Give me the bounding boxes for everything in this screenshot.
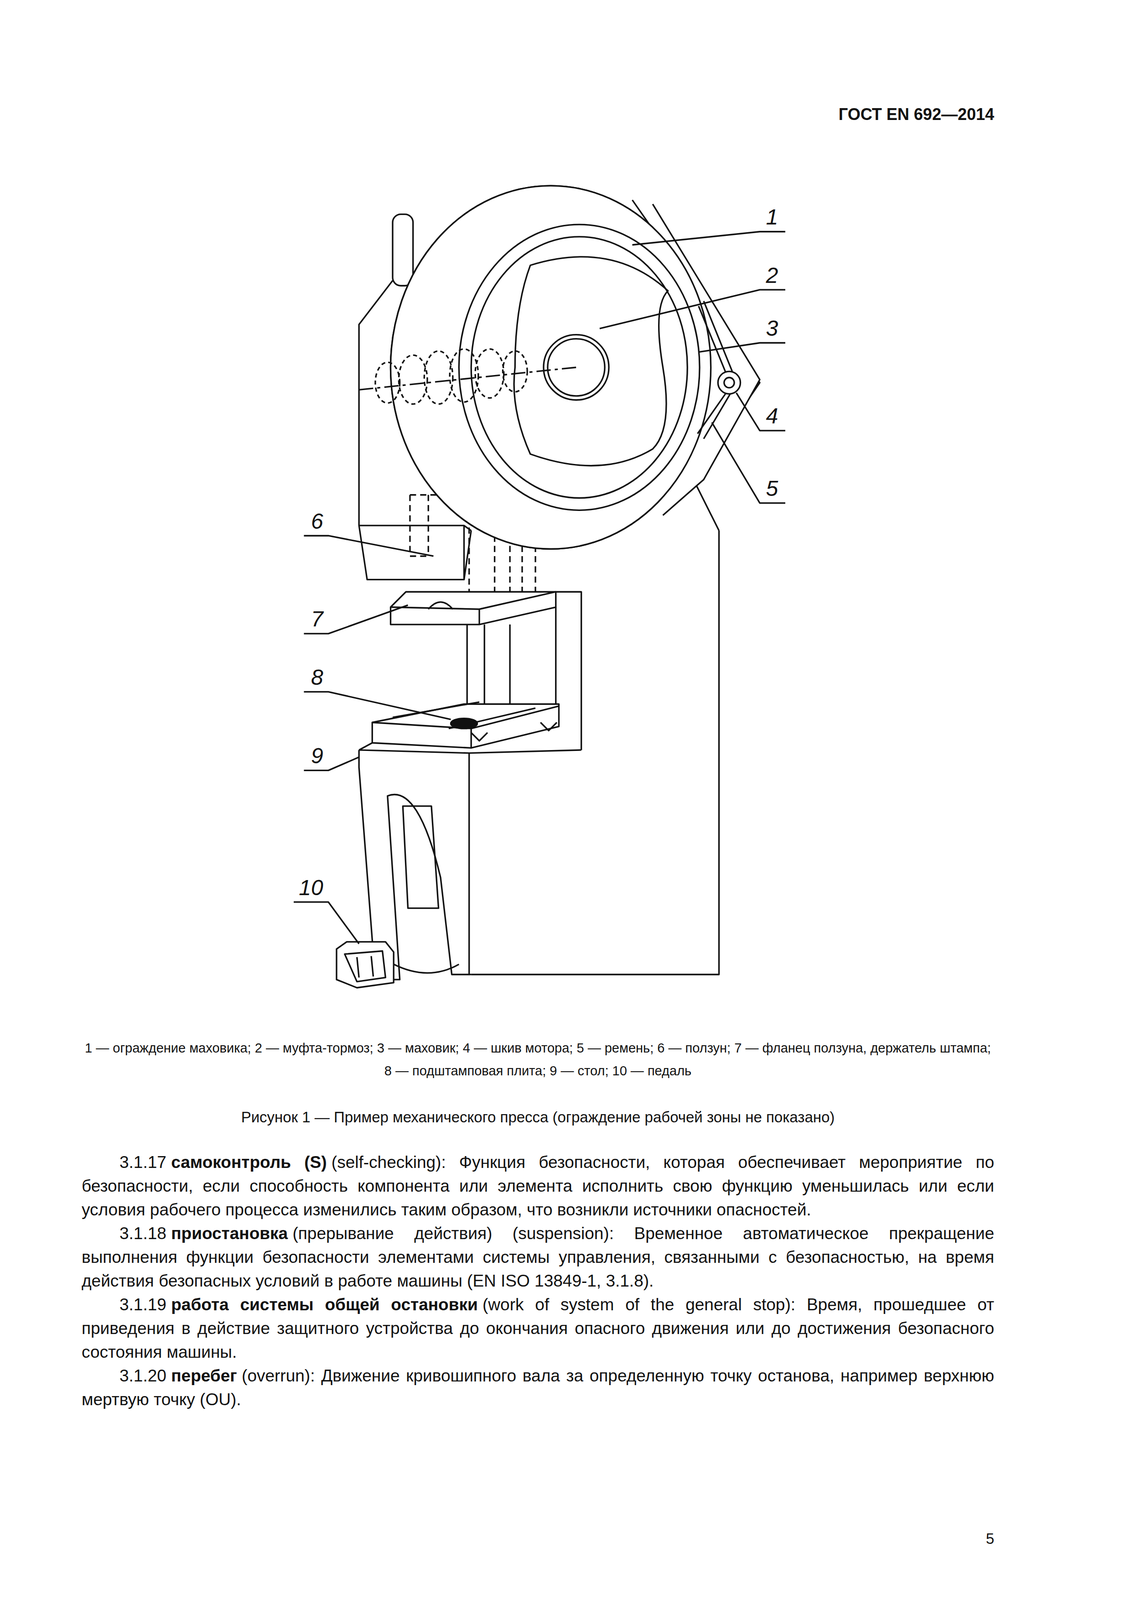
- press-drawing-part: [502, 350, 528, 392]
- press-drawing-part: [632, 231, 785, 245]
- press-drawing-part: [450, 718, 478, 729]
- term-definition: 3.1.20перебег(overrun): Движение кривоши…: [81, 1363, 995, 1412]
- press-drawing-part: [303, 535, 434, 556]
- body-text: 3.1.17самоконтроль (S)(self-checking): Ф…: [81, 1150, 995, 1412]
- press-drawing-part: [375, 362, 400, 403]
- press-drawing-part: [390, 185, 711, 549]
- press-drawing-part: [471, 722, 557, 741]
- press-drawing-part: [293, 901, 359, 944]
- press-drawing-part: [375, 348, 528, 405]
- press-drawing-part: [717, 371, 741, 394]
- press-drawing-part: [372, 705, 559, 748]
- term: самоконтроль (S): [171, 1152, 327, 1172]
- term-definition: 3.1.18приостановка(прерывание действия) …: [81, 1221, 995, 1293]
- clause-number: 3.1.17: [119, 1152, 167, 1172]
- press-drawing-part: [698, 342, 786, 353]
- callout-number: 9: [311, 744, 324, 767]
- callout-number: 3: [765, 317, 779, 340]
- press-drawing-part: [724, 377, 735, 388]
- callout-number: 4: [765, 404, 779, 427]
- callout-number: 2: [765, 264, 779, 287]
- press-drawing-part: [402, 805, 439, 908]
- press-drawing-part: [424, 350, 453, 404]
- press-drawing-part: [303, 604, 408, 634]
- press-drawing-part: [393, 964, 459, 973]
- page-number: 5: [985, 1529, 995, 1547]
- press-drawing-part: [303, 691, 451, 719]
- press-drawing-part: [390, 591, 556, 625]
- callout-number: 10: [298, 876, 323, 899]
- press-drawing-part: [469, 973, 472, 975]
- press-drawing-part: [392, 214, 414, 286]
- press-drawing-part: [697, 300, 733, 439]
- press-drawing-part: [358, 742, 582, 980]
- press-drawing-part: [471, 236, 688, 499]
- term: работа системы общей остановки: [171, 1294, 478, 1314]
- running-header: ГОСТ EN 692—2014: [838, 104, 995, 125]
- press-drawing-part: [449, 348, 479, 402]
- press-drawing-part: [711, 422, 786, 504]
- press-frame: [293, 185, 786, 988]
- press-drawing-part: [358, 367, 576, 390]
- figure-caption: Рисунок 1 — Пример механического пресса …: [81, 1108, 995, 1126]
- press-drawing-part: [428, 601, 453, 610]
- press-drawing-part: [344, 950, 386, 982]
- press-drawing-part: [693, 479, 720, 531]
- press-drawing-part: [390, 591, 556, 625]
- press-drawing-part: [390, 185, 711, 549]
- callout-number: 7: [311, 607, 324, 630]
- press-drawing-part: [463, 525, 465, 580]
- press-drawing-part: [336, 941, 394, 988]
- callout-number: 1: [765, 206, 779, 229]
- term: приостановка: [171, 1223, 288, 1243]
- press-drawing-part: [358, 525, 472, 531]
- term-definition: 3.1.19работа системы общей остановки(wor…: [81, 1292, 995, 1364]
- clause-number: 3.1.18: [119, 1223, 167, 1243]
- callout-number: 5: [765, 477, 779, 500]
- press-drawing-part: [458, 224, 700, 510]
- press-drawing-part: [372, 703, 559, 748]
- press-drawing-part: [543, 334, 609, 400]
- clause-number: 3.1.20: [119, 1365, 167, 1385]
- callout-number: 8: [311, 666, 324, 689]
- press-drawing-part: [392, 701, 536, 729]
- term: перебег: [171, 1365, 237, 1385]
- press-drawing-part: [547, 338, 605, 396]
- press-drawing-part: [398, 354, 428, 404]
- clause-number: 3.1.19: [119, 1294, 167, 1314]
- callout-number: 6: [311, 510, 324, 533]
- figure-key: 1 — ограждение маховика; 2 — муфта-тормо…: [81, 1036, 995, 1082]
- press-drawing-part: [599, 289, 786, 329]
- term-definition: 3.1.17самоконтроль (S)(self-checking): Ф…: [81, 1150, 995, 1222]
- press-drawing-part: [475, 348, 504, 398]
- press-drawing-part: [736, 392, 786, 431]
- press-drawing-part: [513, 256, 669, 466]
